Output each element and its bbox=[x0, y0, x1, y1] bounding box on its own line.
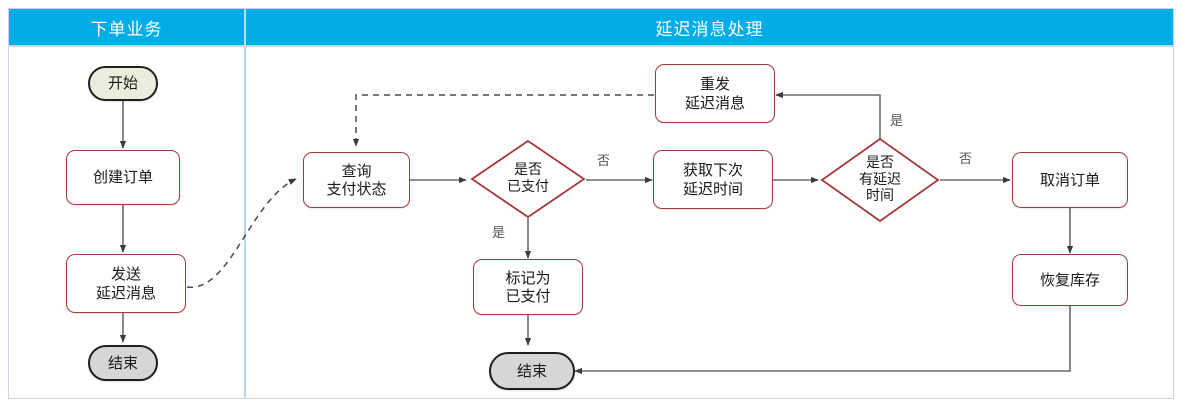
node-mark-paid[interactable]: 标记为 已支付 bbox=[473, 259, 583, 315]
node-end-right[interactable]: 结束 bbox=[489, 352, 575, 390]
node-cancel-order[interactable]: 取消订单 bbox=[1012, 152, 1128, 208]
node-create-order-label: 创建订单 bbox=[92, 168, 153, 187]
node-query-pay-status-label: 查询 支付状态 bbox=[326, 161, 387, 198]
node-get-next-delay[interactable]: 获取下次 延迟时间 bbox=[653, 150, 773, 209]
node-send-delay-msg[interactable]: 发送 延迟消息 bbox=[66, 254, 186, 313]
node-mark-paid-label: 标记为 已支付 bbox=[505, 268, 551, 305]
node-has-delay-time-label: 是否 有延迟 时间 bbox=[859, 154, 901, 205]
node-restore-stock-label: 恢复库存 bbox=[1039, 270, 1100, 289]
edge-label-is-paid-no: 否 bbox=[597, 154, 611, 169]
lane-header-delay-label: 延迟消息处理 bbox=[655, 19, 764, 40]
node-end-left[interactable]: 结束 bbox=[88, 345, 158, 381]
node-cancel-order-label: 取消订单 bbox=[1039, 170, 1100, 189]
node-start[interactable]: 开始 bbox=[88, 66, 158, 101]
node-query-pay-status[interactable]: 查询 支付状态 bbox=[303, 152, 410, 208]
node-resend-delay-msg-label: 重发 延迟消息 bbox=[684, 75, 745, 112]
node-create-order[interactable]: 创建订单 bbox=[66, 150, 180, 205]
node-resend-delay-msg[interactable]: 重发 延迟消息 bbox=[655, 64, 775, 123]
edge-label-is-paid-yes: 是 bbox=[492, 226, 506, 241]
node-restore-stock[interactable]: 恢复库存 bbox=[1012, 254, 1128, 306]
lane-divider bbox=[244, 47, 246, 398]
node-end-left-label: 结束 bbox=[107, 353, 138, 372]
lane-header-delay: 延迟消息处理 bbox=[245, 8, 1174, 46]
node-is-paid-label: 是否 已支付 bbox=[507, 162, 549, 195]
node-is-paid[interactable]: 是否 已支付 bbox=[470, 139, 586, 219]
node-end-right-label: 结束 bbox=[516, 361, 547, 380]
node-get-next-delay-label: 获取下次 延迟时间 bbox=[682, 161, 743, 198]
edge-label-has-delay-no: 否 bbox=[959, 152, 973, 167]
node-has-delay-time[interactable]: 是否 有延迟 时间 bbox=[820, 137, 940, 223]
node-start-label: 开始 bbox=[107, 74, 138, 93]
lane-header-order: 下单业务 bbox=[8, 8, 245, 46]
node-send-delay-msg-label: 发送 延迟消息 bbox=[95, 265, 156, 302]
edge-label-has-delay-yes: 是 bbox=[890, 114, 904, 129]
lane-header-order-label: 下单业务 bbox=[90, 19, 163, 40]
